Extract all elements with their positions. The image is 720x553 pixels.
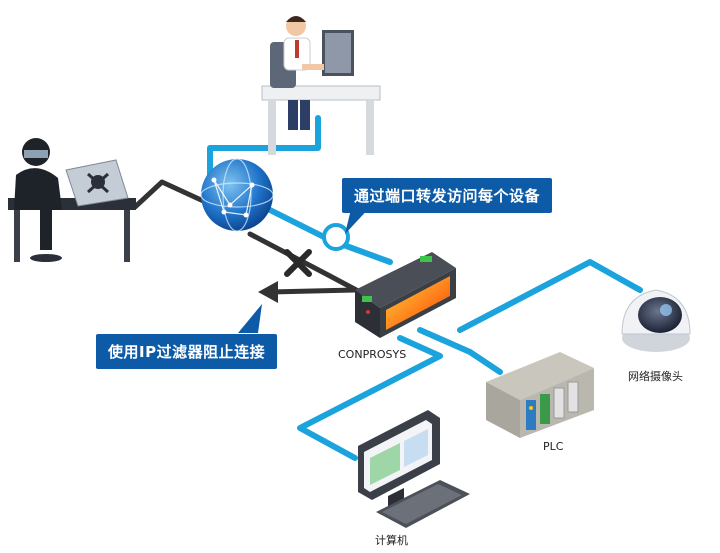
link-office-to-globe — [207, 115, 321, 181]
label-computer: 计算机 — [375, 534, 408, 547]
link-gateway-to-computer — [297, 335, 443, 461]
office-worker-icon — [261, 16, 381, 155]
network-camera-icon — [621, 289, 691, 352]
internet-globe-icon — [200, 158, 274, 232]
label-plc: PLC — [543, 440, 564, 453]
blocked-x-icon — [284, 249, 312, 277]
plc-icon — [486, 352, 594, 438]
link-gateway-to-camera — [457, 259, 643, 333]
callout-pointer-filter — [238, 304, 262, 333]
callout-port-forwarding: 通过端口转发访问每个设备 — [342, 178, 553, 213]
rejected-arrow-head — [258, 281, 278, 303]
callout-ip-filter: 使用IP过滤器阻止连接 — [96, 334, 278, 369]
label-conprosys: CONPROSYS — [338, 348, 407, 361]
computer-icon — [358, 410, 470, 528]
label-network-camera: 网络摄像头 — [628, 370, 683, 383]
port-forwarding-ring-icon — [322, 223, 350, 251]
link-rejected-arrow — [267, 287, 358, 295]
link-gateway-to-plc — [417, 327, 503, 375]
attacker-links — [132, 179, 363, 295]
link-blocked-path — [247, 231, 363, 295]
link-hacker-to-globe — [132, 179, 215, 210]
conprosys-gateway-icon — [355, 252, 456, 338]
hacker-icon — [8, 138, 136, 262]
network-links — [207, 115, 643, 461]
